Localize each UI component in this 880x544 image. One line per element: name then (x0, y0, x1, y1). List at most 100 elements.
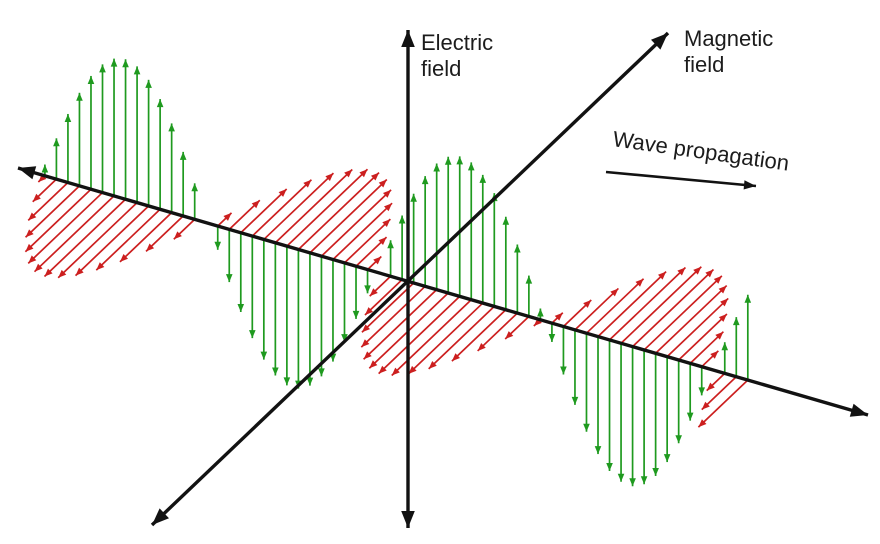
arrowhead-icon (251, 200, 260, 209)
electric-field-label-line2: field (421, 56, 461, 81)
arrowhead-icon (341, 334, 348, 343)
arrowhead-icon (99, 64, 106, 73)
arrowhead-icon (38, 174, 47, 183)
magnetic-field-axis (150, 31, 670, 527)
arrowhead-icon (96, 262, 105, 271)
arrow-shaft (297, 172, 380, 251)
arrow-shaft (332, 202, 393, 261)
e-field-arrow (191, 183, 198, 220)
arrow-shaft (240, 188, 288, 234)
b-field-arrow (297, 172, 380, 251)
e-field-arrow (571, 329, 579, 405)
e-field-arrow (467, 162, 475, 300)
arrowhead-icon (41, 164, 49, 173)
axes (17, 30, 869, 528)
arrowhead-icon (663, 454, 671, 463)
arrow-shaft (378, 295, 461, 375)
arrowhead-icon (715, 331, 724, 340)
arrowhead-icon (173, 231, 182, 240)
e-field-arrow (433, 163, 440, 290)
arrowhead-icon (391, 367, 400, 376)
arrowhead-icon (364, 307, 374, 316)
e-field-arrow (698, 366, 706, 396)
b-field-arrow (57, 201, 138, 279)
wave-propagation-axis (17, 166, 869, 417)
e-field-arrow (490, 193, 498, 307)
arrowhead-icon (53, 138, 60, 147)
arrowhead-icon (710, 350, 719, 359)
b-field-arrow (119, 212, 173, 263)
b-field-arrow (263, 172, 335, 241)
arrowhead-icon (44, 268, 53, 277)
arrowhead-icon (401, 511, 415, 528)
arrowhead-icon (408, 365, 417, 374)
arrowhead-icon (705, 269, 714, 278)
b-field-arrow (363, 289, 438, 360)
arrow-shaft (145, 215, 184, 253)
arrowhead-icon (344, 169, 353, 178)
arrowhead-icon (75, 267, 84, 276)
arrowhead-icon (583, 299, 592, 308)
arrow-shaft (263, 172, 335, 241)
e-field-arrow (606, 339, 613, 471)
b-field-arrow (364, 279, 403, 316)
arrow-shaft (608, 266, 687, 341)
arrowhead-icon (686, 412, 694, 421)
arrowhead-icon (325, 173, 334, 182)
e-field-arrow (387, 240, 394, 277)
arrowhead-icon (32, 193, 41, 202)
arrowhead-icon (58, 269, 67, 278)
e-field-arrow (629, 346, 636, 487)
b-field-arrow (428, 305, 495, 370)
arrowhead-icon (387, 240, 394, 249)
arrowhead-icon (122, 59, 129, 68)
arrowhead-icon (502, 216, 510, 225)
arrowhead-icon (260, 351, 268, 360)
e-field-arrow (537, 308, 544, 320)
e-field-arrow (283, 246, 291, 386)
arrowhead-icon (720, 298, 729, 307)
b-field-arrow (274, 168, 353, 244)
e-field-arrow (145, 79, 152, 206)
wave-propagation-direction-arrow (605, 170, 757, 190)
arrowhead-icon (214, 241, 222, 250)
arrowhead-icon (76, 92, 83, 101)
arrow-shaft (597, 271, 667, 338)
magnetic-field-wave-arrows (24, 168, 749, 428)
b-field-arrow (361, 282, 415, 333)
arrowhead-icon (156, 99, 164, 108)
arrowhead-icon (451, 353, 460, 362)
b-field-arrow (95, 208, 161, 271)
arrowhead-icon (361, 324, 371, 333)
e-field-arrow (444, 156, 452, 294)
b-field-arrow (697, 379, 749, 428)
arrowhead-icon (382, 219, 391, 228)
b-field-arrow (32, 178, 57, 203)
b-field-arrow (701, 350, 719, 368)
arrow-shaft (24, 185, 81, 238)
b-field-arrow (343, 218, 391, 264)
b-field-arrow (585, 278, 645, 334)
arrowhead-icon (378, 237, 387, 246)
arrowhead-icon (433, 163, 440, 172)
arrowhead-icon (677, 267, 686, 276)
b-field-arrow (366, 255, 382, 271)
b-field-arrow (27, 191, 104, 264)
arrowhead-icon (191, 183, 198, 192)
e-field-arrow (260, 239, 268, 360)
e-field-arrow (732, 317, 740, 377)
arrow-shaft (274, 168, 353, 244)
arrowhead-icon (610, 288, 619, 297)
arrowhead-icon (658, 271, 667, 280)
arrowhead-icon (479, 174, 487, 183)
arrowhead-icon (721, 342, 729, 351)
b-field-arrow (407, 302, 484, 375)
arrow-shaft (360, 285, 426, 348)
arrow-shaft (361, 282, 415, 333)
arrowhead-icon (378, 179, 387, 188)
b-field-arrow (332, 202, 393, 261)
arrowhead-icon (743, 180, 756, 190)
arrowhead-icon (467, 162, 475, 171)
b-field-arrow (701, 376, 737, 411)
